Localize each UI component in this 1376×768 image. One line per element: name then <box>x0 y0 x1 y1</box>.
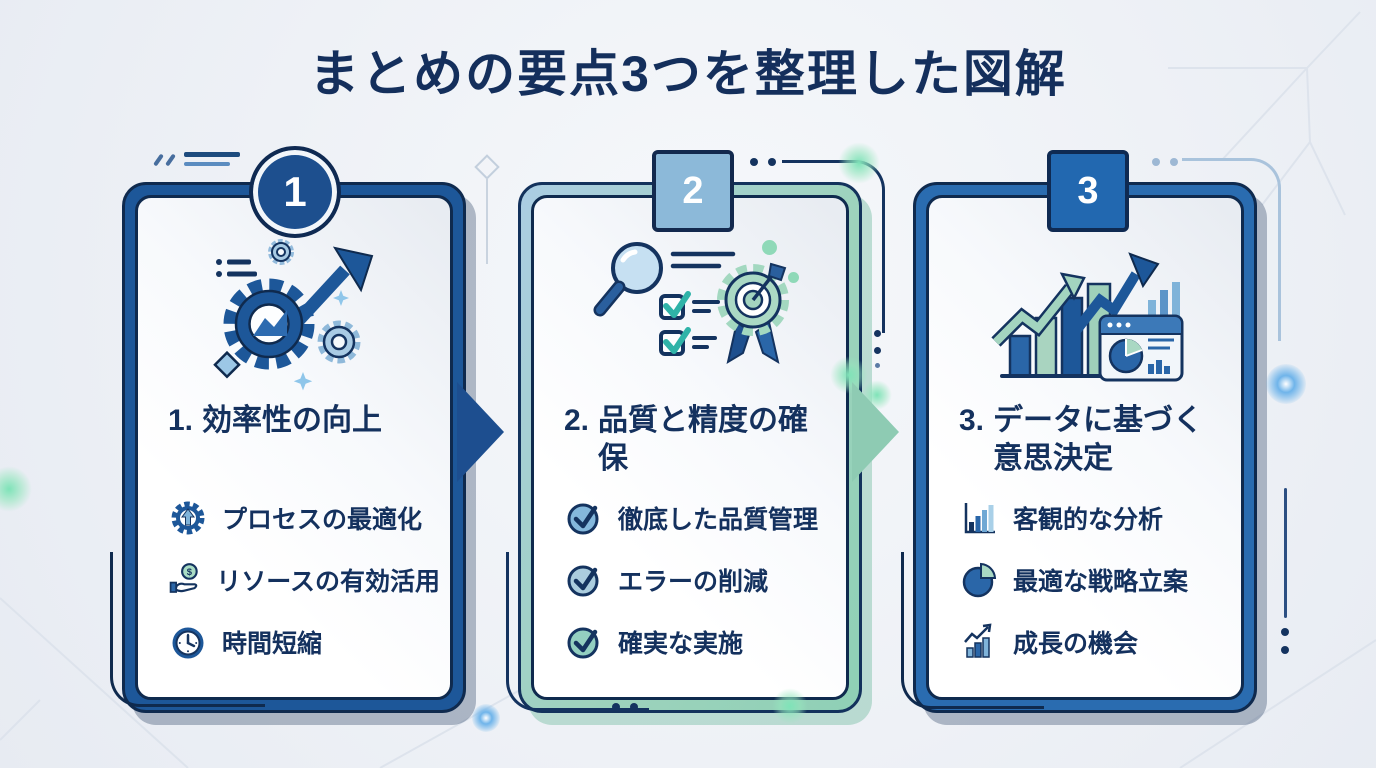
gears-growth-arrow-illustration <box>138 224 450 396</box>
list-item-label: プロセスの最適化 <box>222 506 423 534</box>
list-item-label: リソースの有効活用 <box>216 568 440 596</box>
diamond-decoration <box>474 154 500 180</box>
list-item-label: エラーの削減 <box>618 568 769 596</box>
clock-icon <box>172 627 204 659</box>
glow-dot <box>0 466 32 512</box>
glow-dot <box>838 142 880 184</box>
dot-decoration <box>874 330 881 337</box>
list-item-label: 客観的な分析 <box>1013 506 1164 534</box>
list-item-label: 時間短縮 <box>222 630 323 658</box>
list-item: $ リソースの有効活用 <box>168 560 440 600</box>
card-quality-title: 2. 品質と精度の確保 <box>564 402 832 477</box>
step-number: 1 <box>283 168 307 215</box>
list-item: プロセスの最適化 <box>168 498 440 538</box>
card-title-text: データに基づく意思決定 <box>993 404 1204 475</box>
list-item: 徹底した品質管理 <box>564 498 836 538</box>
pie-chart-icon <box>962 562 997 598</box>
card-number-prefix: 2. <box>564 404 590 437</box>
list-item: 最適な戦略立案 <box>959 560 1231 600</box>
dot-decoration <box>750 158 758 166</box>
dot-decoration <box>630 703 638 711</box>
dot-decoration <box>612 703 620 711</box>
list-item-label: 最適な戦略立案 <box>1013 568 1189 596</box>
step-badge-2: 2 <box>652 150 734 232</box>
card-title-text: 効率性の向上 <box>202 404 383 437</box>
magnifier-checklist-award-icon <box>593 242 789 365</box>
diamond-line-decoration <box>486 178 488 264</box>
card-number-prefix: 3. <box>959 404 985 437</box>
gears-growth-arrow-icon <box>213 239 374 391</box>
bar-chart-icon <box>964 503 995 534</box>
bar-charts-dashboard-illustration <box>929 224 1241 396</box>
card-data-decision-items: 客観的な分析 最適な戦略立案 <box>959 498 1231 662</box>
magnifier-checklist-award-illustration <box>534 224 846 396</box>
growth-chart-icon <box>964 623 992 658</box>
dot-decoration <box>875 363 880 368</box>
card-quality-items: 徹底した品質管理 エラーの削減 確実な実施 <box>564 498 836 662</box>
dot-decoration <box>1170 158 1178 166</box>
svg-text:$: $ <box>187 566 193 577</box>
card-data-decision-title: 3. データに基づく意思決定 <box>959 402 1227 477</box>
list-item: 成長の機会 <box>959 622 1231 662</box>
card-title-text: 品質と精度の確保 <box>598 404 809 475</box>
list-item: 客観的な分析 <box>959 498 1231 538</box>
dot-decoration <box>1281 646 1289 654</box>
dot-decoration <box>874 347 881 354</box>
card-number-prefix: 1. <box>168 404 194 437</box>
dot-decoration <box>1281 628 1289 636</box>
list-item-label: 確実な実施 <box>618 630 744 658</box>
card-efficiency-face: 1. 効率性の向上 プロセスの最適化 $ <box>135 195 453 700</box>
card-quality-face: 2. 品質と精度の確保 徹底した品質管理 エラーの削減 <box>531 195 849 700</box>
list-item-label: 成長の機会 <box>1013 630 1139 658</box>
card-quality: 2. 品質と精度の確保 徹底した品質管理 エラーの削減 <box>518 182 862 713</box>
vertical-line-decoration <box>1284 488 1287 618</box>
glow-dot <box>1266 364 1306 404</box>
mint-dot-decoration <box>788 272 799 283</box>
step-number: 2 <box>682 169 704 212</box>
gear-up-arrow-icon <box>171 501 205 535</box>
dot-decoration <box>1152 158 1160 166</box>
card-data-decision-face: 3. データに基づく意思決定 客観的な分析 <box>926 195 1244 700</box>
card-efficiency-title: 1. 効率性の向上 <box>168 402 436 440</box>
check-circle-icon <box>567 503 599 535</box>
step-badge-1: 1 <box>249 146 341 238</box>
list-item: エラーの削減 <box>564 560 836 600</box>
bar-charts-dashboard-icon <box>991 252 1184 382</box>
card-efficiency-items: プロセスの最適化 $ リソースの有効活用 <box>168 498 440 662</box>
flow-arrow-2-icon <box>852 382 899 482</box>
dot-decoration <box>768 158 776 166</box>
list-item: 時間短縮 <box>168 622 440 662</box>
mint-dot-decoration <box>762 240 777 255</box>
list-item-label: 徹底した品質管理 <box>618 506 819 534</box>
list-item: 確実な実施 <box>564 622 836 662</box>
check-circle-icon <box>567 565 599 597</box>
hand-coin-icon: $ <box>169 563 198 593</box>
page-title: まとめの要点3つを整理した図解 <box>309 46 1067 102</box>
step-number: 3 <box>1077 169 1099 212</box>
flow-arrow-1-icon <box>457 382 504 482</box>
check-circle-icon <box>567 627 599 659</box>
glow-dot <box>472 704 500 732</box>
step-badge-3: 3 <box>1047 150 1129 232</box>
card-data-decision: 3. データに基づく意思決定 客観的な分析 <box>913 182 1257 713</box>
card-efficiency: 1. 効率性の向上 プロセスの最適化 $ <box>122 182 466 713</box>
